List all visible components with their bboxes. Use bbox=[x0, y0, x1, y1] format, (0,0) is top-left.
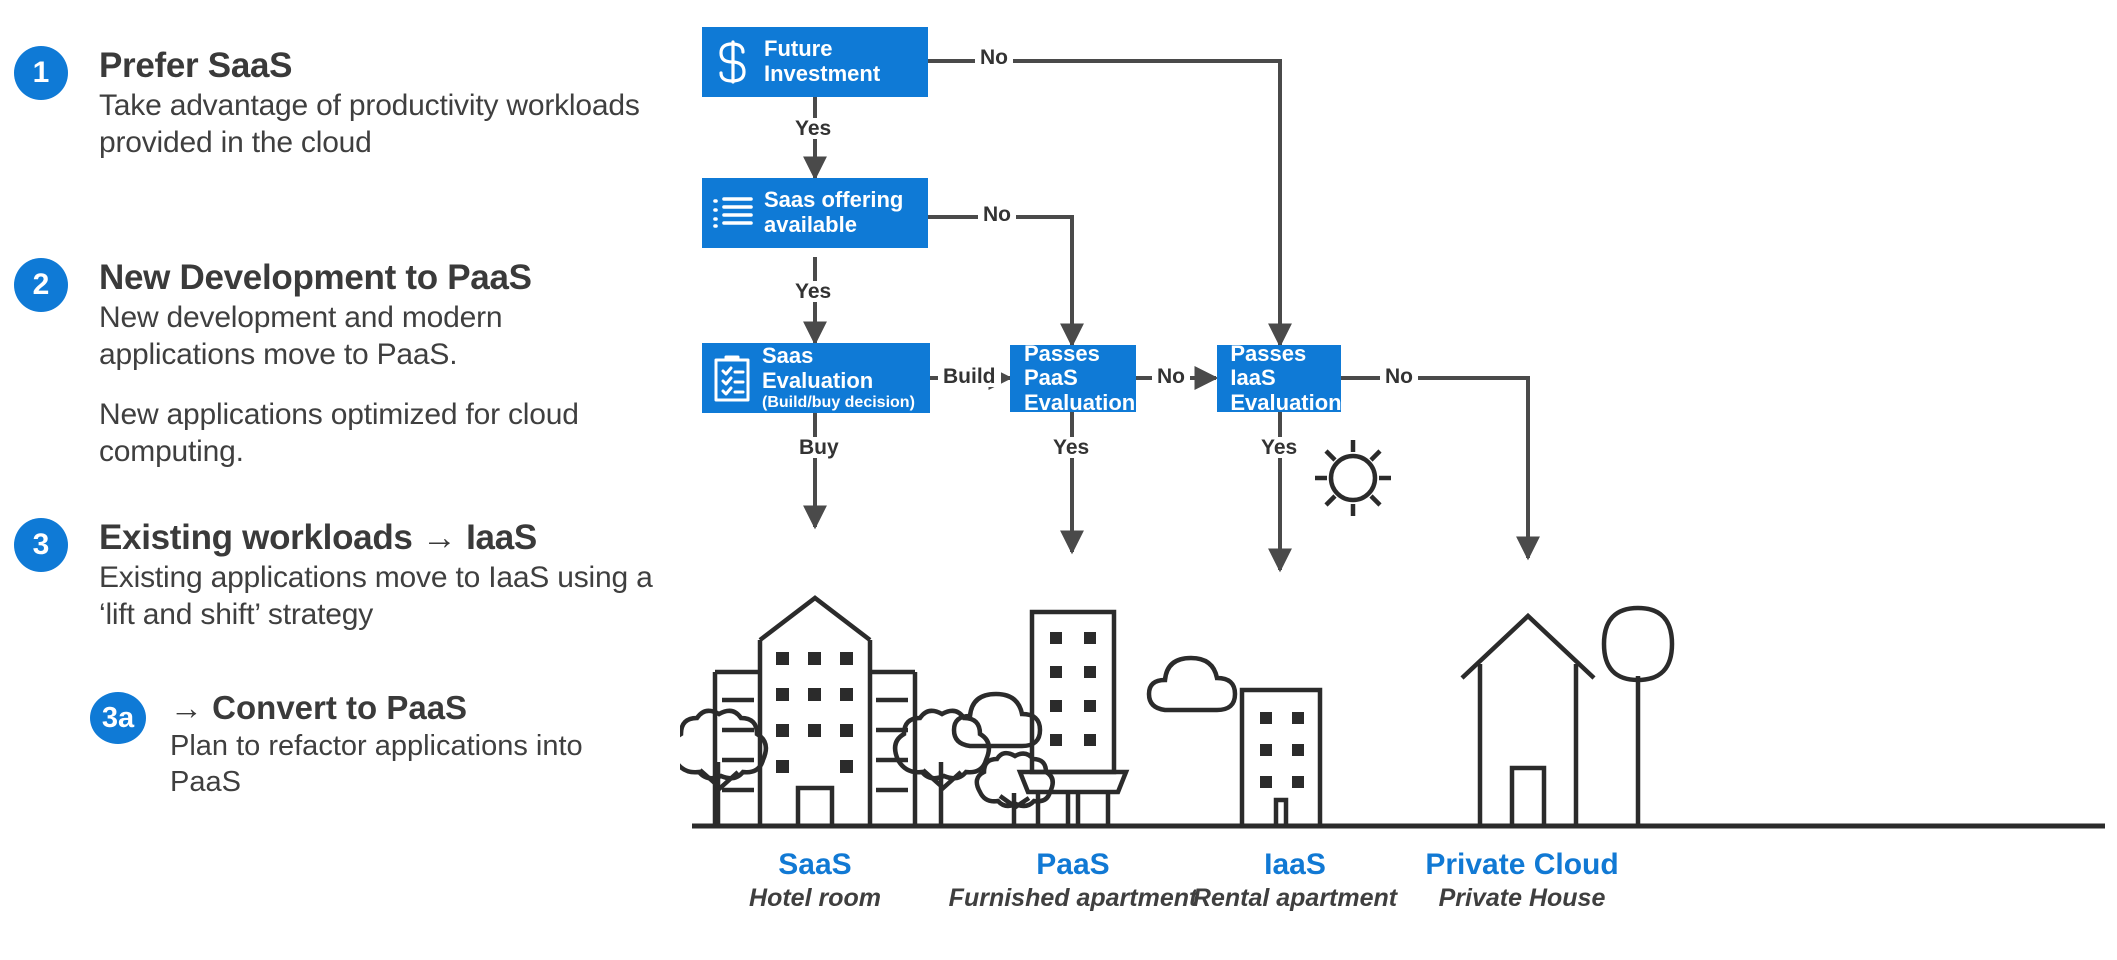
label-line-2: available bbox=[764, 212, 857, 237]
decision-flow-diagram: Future Investment Saas offering availabl… bbox=[680, 0, 2117, 960]
list-icon bbox=[702, 195, 764, 231]
edge-future-no bbox=[928, 59, 1292, 348]
node-passes-paas-evaluation-label: Passes PaaS Evaluation bbox=[1024, 340, 1136, 416]
ground-label-iaas-title: IaaS bbox=[1264, 848, 1326, 881]
label-line-2: Evaluation bbox=[1024, 389, 1136, 415]
edge-label-paas-no: No bbox=[1152, 366, 1190, 387]
ground-label-saas: SaaS Hotel room bbox=[715, 848, 915, 913]
node-saas-evaluation-label: Saas Evaluation (Build/buy decision) bbox=[762, 344, 930, 411]
small-apartment-icon bbox=[1239, 687, 1323, 829]
node-future-investment-label: Future Investment bbox=[764, 37, 880, 86]
tree-icon bbox=[1601, 605, 1675, 826]
ground-label-paas: PaaS Furnished apartment bbox=[948, 848, 1198, 913]
cloud-icon bbox=[951, 691, 1043, 749]
house-icon bbox=[1460, 612, 1596, 826]
edge-label-future-no: No bbox=[975, 47, 1013, 68]
label-line-1: Passes PaaS bbox=[1024, 340, 1100, 391]
step-2-paragraph-2: New applications optimized for cloud com… bbox=[99, 397, 579, 468]
node-saas-evaluation[interactable]: Saas Evaluation (Build/buy decision) bbox=[702, 343, 930, 413]
node-passes-iaas-evaluation[interactable]: Passes IaaS Evaluation bbox=[1217, 341, 1342, 414]
hotel-building-icon bbox=[712, 595, 918, 826]
node-saas-evaluation-title: Saas Evaluation bbox=[762, 343, 874, 394]
step-3-number: 3 bbox=[14, 518, 68, 572]
ground-label-saas-title: SaaS bbox=[778, 848, 852, 881]
edge-iaas-no bbox=[1340, 376, 1540, 561]
label-line-2: Evaluation bbox=[1230, 389, 1342, 415]
cloud-icon bbox=[1146, 655, 1238, 713]
steps-panel: 1 Prefer SaaS Take advantage of producti… bbox=[0, 0, 680, 960]
flow-connectors bbox=[680, 59, 2105, 829]
edge-label-iaas-yes: Yes bbox=[1256, 437, 1303, 458]
ground-label-saas-subtitle: Hotel room bbox=[749, 884, 881, 912]
ground-label-private-cloud-title: Private Cloud bbox=[1425, 848, 1619, 881]
ground-label-iaas-subtitle: Rental apartment bbox=[1192, 884, 1398, 912]
ground-label-private-cloud-subtitle: Private House bbox=[1438, 884, 1606, 912]
label-line-1: Future bbox=[764, 36, 833, 62]
label-line-1: Saas offering bbox=[764, 187, 904, 213]
node-saas-offering-label: Saas offering available bbox=[764, 188, 903, 237]
step-3a-number: 3a bbox=[90, 692, 146, 744]
edge-offering-no bbox=[928, 215, 1084, 348]
ground-label-private-cloud: Private Cloud Private House bbox=[1402, 848, 1642, 913]
edge-label-offering-yes: Yes bbox=[790, 281, 837, 302]
label-line-2: Investment bbox=[764, 61, 881, 86]
step-1-title: Prefer SaaS bbox=[99, 46, 293, 85]
ground-label-paas-subtitle: Furnished apartment bbox=[948, 884, 1198, 912]
node-passes-paas-evaluation[interactable]: Passes PaaS Evaluation bbox=[1010, 341, 1136, 414]
step-3-title: Existing workloads → IaaS bbox=[99, 518, 537, 557]
ground-label-iaas: IaaS Rental apartment bbox=[1180, 848, 1410, 913]
node-saas-offering[interactable]: Saas offering available bbox=[702, 178, 928, 248]
step-1-paragraph-1: Take advantage of productivity workloads… bbox=[99, 89, 640, 160]
step-1-number: 1 bbox=[14, 46, 68, 100]
edge-label-future-yes: Yes bbox=[790, 118, 837, 139]
tree-icon bbox=[974, 750, 1055, 826]
step-2-body: New Development to PaaS New development … bbox=[99, 258, 659, 470]
step-3-paragraph-1: Existing applications move to IaaS using… bbox=[99, 561, 653, 632]
clipboard-check-icon bbox=[702, 353, 762, 403]
tree-icon bbox=[892, 708, 992, 826]
sun-icon bbox=[1315, 440, 1391, 516]
edge-label-iaas-no: No bbox=[1380, 366, 1418, 387]
node-saas-evaluation-subtitle: (Build/buy decision) bbox=[762, 393, 915, 411]
apartment-building-icon bbox=[1016, 609, 1130, 826]
node-passes-iaas-evaluation-label: Passes IaaS Evaluation bbox=[1230, 340, 1342, 416]
step-3a-paragraph-1: Plan to refactor applications into PaaS bbox=[170, 730, 583, 798]
step-1-body: Prefer SaaS Take advantage of productivi… bbox=[99, 46, 659, 162]
step-3-body: Existing workloads → IaaS Existing appli… bbox=[99, 518, 659, 634]
edge-label-offering-no: No bbox=[978, 204, 1016, 225]
step-3a-title: → Convert to PaaS bbox=[170, 689, 468, 726]
node-future-investment[interactable]: Future Investment bbox=[702, 27, 928, 97]
label-line-1: Passes IaaS bbox=[1230, 340, 1307, 391]
edge-label-paas-yes: Yes bbox=[1048, 437, 1095, 458]
step-2-title: New Development to PaaS bbox=[99, 258, 532, 297]
edge-label-build: Build bbox=[938, 366, 1001, 387]
dollar-icon bbox=[702, 38, 764, 86]
tree-icon bbox=[680, 708, 769, 826]
step-3a-body: → Convert to PaaS Plan to refactor appli… bbox=[170, 689, 650, 800]
ground-label-paas-title: PaaS bbox=[1036, 848, 1110, 881]
step-2-paragraph-1: New development and modern applications … bbox=[99, 301, 503, 372]
step-2-number: 2 bbox=[14, 258, 68, 312]
edge-label-buy: Buy bbox=[794, 437, 844, 458]
